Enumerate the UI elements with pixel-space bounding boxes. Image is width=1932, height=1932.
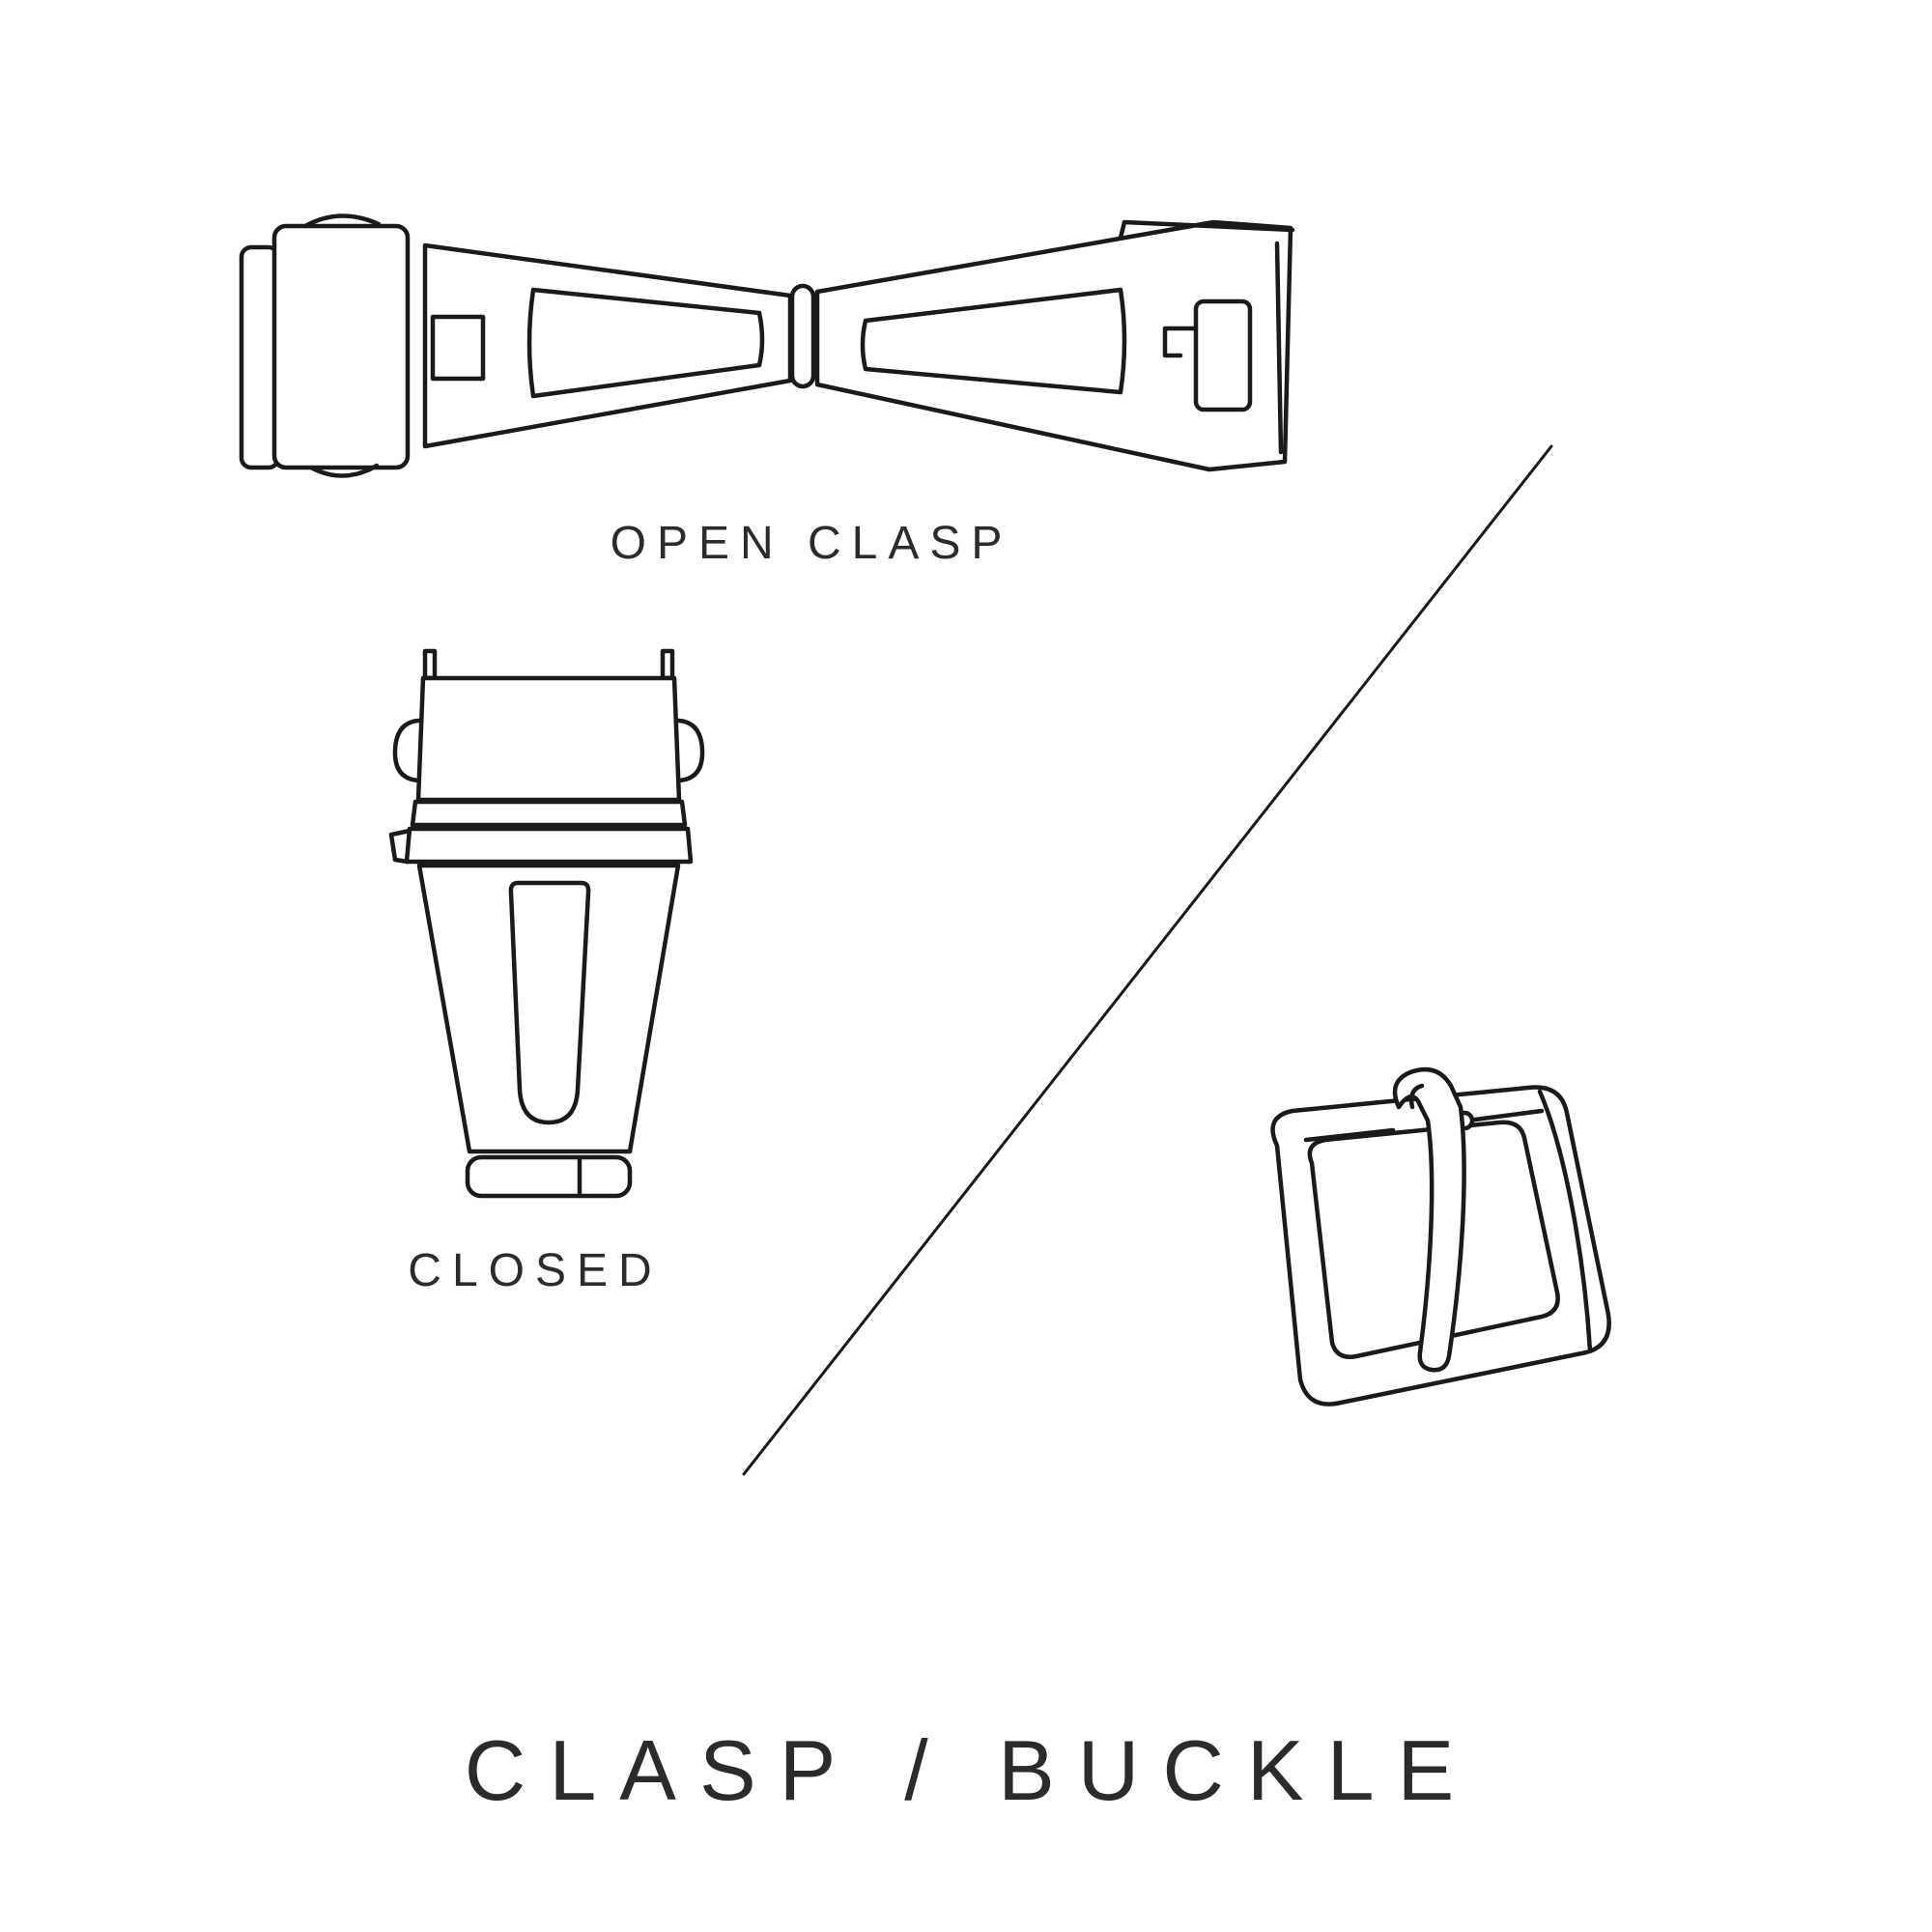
open-clasp-catch-hole	[430, 314, 486, 382]
closed-clasp-illustration	[388, 648, 705, 1199]
open-clasp-left-top-bump	[302, 213, 382, 229]
closed-clasp-strip-1	[410, 799, 688, 828]
closed-clasp-left-prong	[422, 648, 438, 681]
buckle-inner-window	[1307, 1120, 1560, 1359]
page-title: CLASP / BUCKLE	[464, 1722, 1478, 1818]
closed-clasp-base	[465, 1154, 633, 1199]
open-clasp-right-catch	[1193, 298, 1253, 412]
open-clasp-right-top-step	[1118, 219, 1295, 241]
open-clasp-label: OPEN CLASP	[610, 518, 1013, 569]
open-clasp-left-arm-inner-line	[526, 287, 765, 399]
open-clasp-right-hook	[1162, 326, 1199, 358]
open-clasp-left-arm	[422, 242, 793, 449]
closed-clasp-left-ear	[392, 718, 421, 783]
open-clasp-right-edge-line	[1274, 241, 1284, 455]
closed-clasp-body	[416, 863, 681, 1154]
open-clasp-left-bottom-bump	[308, 463, 380, 478]
closed-clasp-strip-2	[404, 826, 694, 865]
open-clasp-right-arm	[814, 219, 1293, 472]
buckle-axle-left	[1303, 1127, 1396, 1143]
closed-clasp-left-notch	[388, 828, 412, 865]
closed-label: CLOSED	[408, 1245, 663, 1296]
closed-clasp-right-ear	[676, 718, 705, 783]
closed-clasp-right-prong	[660, 648, 675, 681]
buckle-tang-loop-line	[1408, 1083, 1425, 1110]
open-clasp-left-block	[271, 223, 411, 470]
buckle-illustration	[1270, 1066, 1611, 1406]
buckle-tang	[1392, 1066, 1466, 1373]
closed-clasp-top-block	[415, 675, 682, 803]
buckle-right-thickness-line	[1537, 1089, 1593, 1353]
open-clasp-right-arm-inner-line	[860, 287, 1127, 395]
closed-clasp-inner-slot	[508, 880, 591, 1125]
open-clasp-illustration	[239, 213, 1295, 478]
open-clasp-hinge	[789, 283, 816, 389]
diagonal-divider-line	[742, 444, 1553, 1476]
